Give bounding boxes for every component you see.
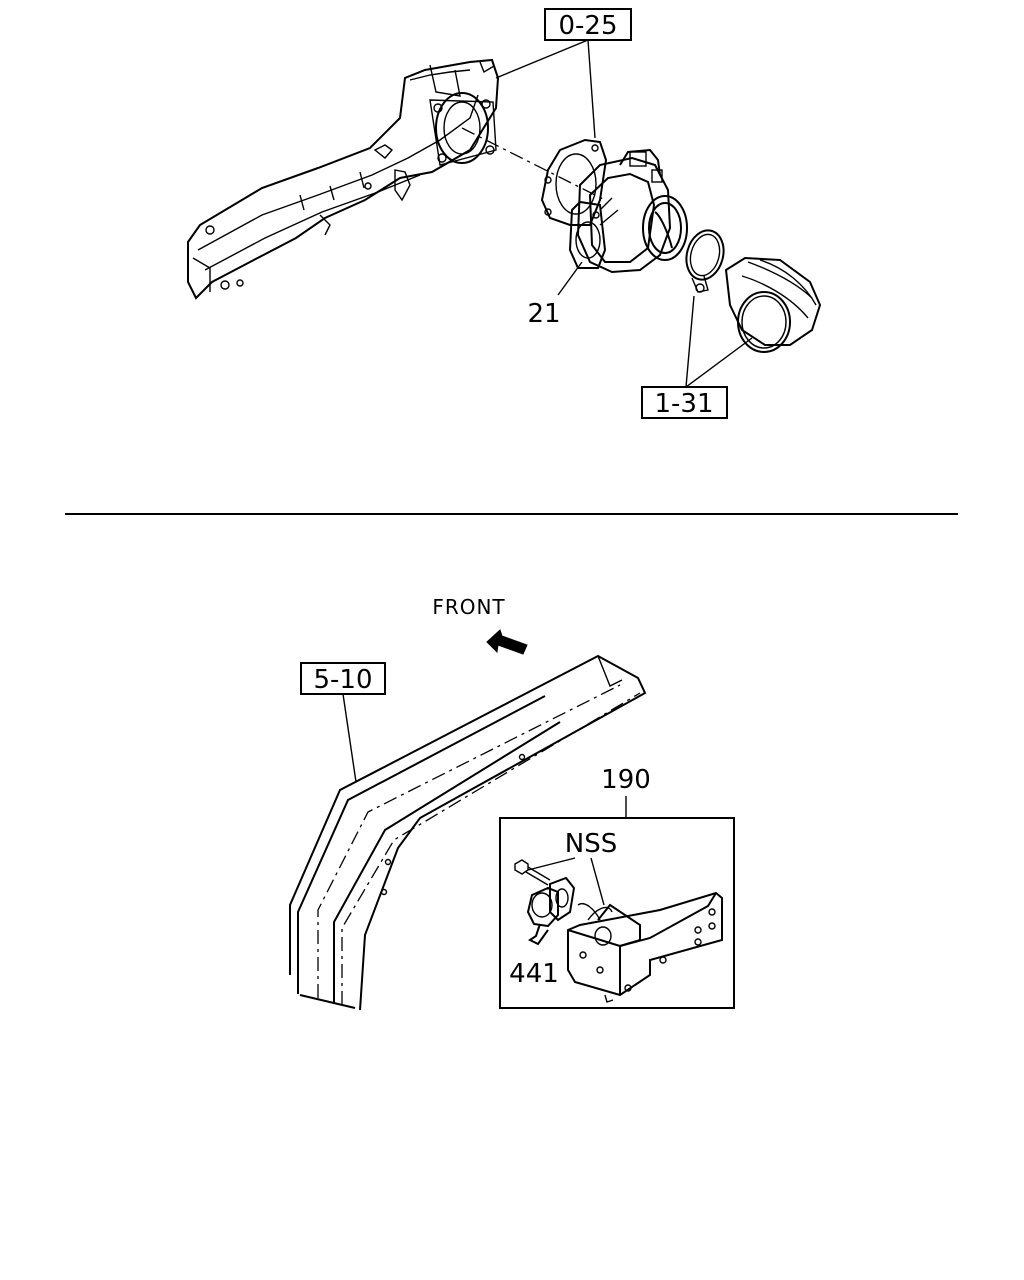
front-direction-label: FRONT [432,595,505,619]
callout-1-31: 1-31 [641,295,753,419]
ref-5-10-label: 5-10 [313,665,372,695]
bolt-icon [514,859,551,886]
intake-manifold [187,58,500,300]
alignment-line [461,127,606,201]
sensor-441 [526,876,576,946]
detail-box: NSS 441 [499,817,735,1009]
frame-rail [289,654,647,1011]
throttle-body [568,148,688,274]
callout-5-10: 5-10 [300,662,386,783]
ref-1-31-label: 1-31 [654,389,713,419]
mounting-bracket [567,891,723,1003]
hose-clamp [685,229,725,293]
front-arrow-icon [486,629,528,655]
callout-0-25: 0-25 [495,8,632,139]
callout-21: 21 [527,261,583,329]
bottom-diagram: FRONT 5-10 190 NSS [289,595,735,1011]
part-190-label: 190 [601,765,651,795]
part-21-label: 21 [527,299,560,329]
top-diagram: 0-25 21 1-31 [187,8,822,419]
intake-hose [724,256,822,353]
gasket [540,138,608,226]
ref-0-25-label: 0-25 [558,11,617,41]
part-441-label: 441 [509,959,559,989]
nss-label: NSS [565,829,617,859]
